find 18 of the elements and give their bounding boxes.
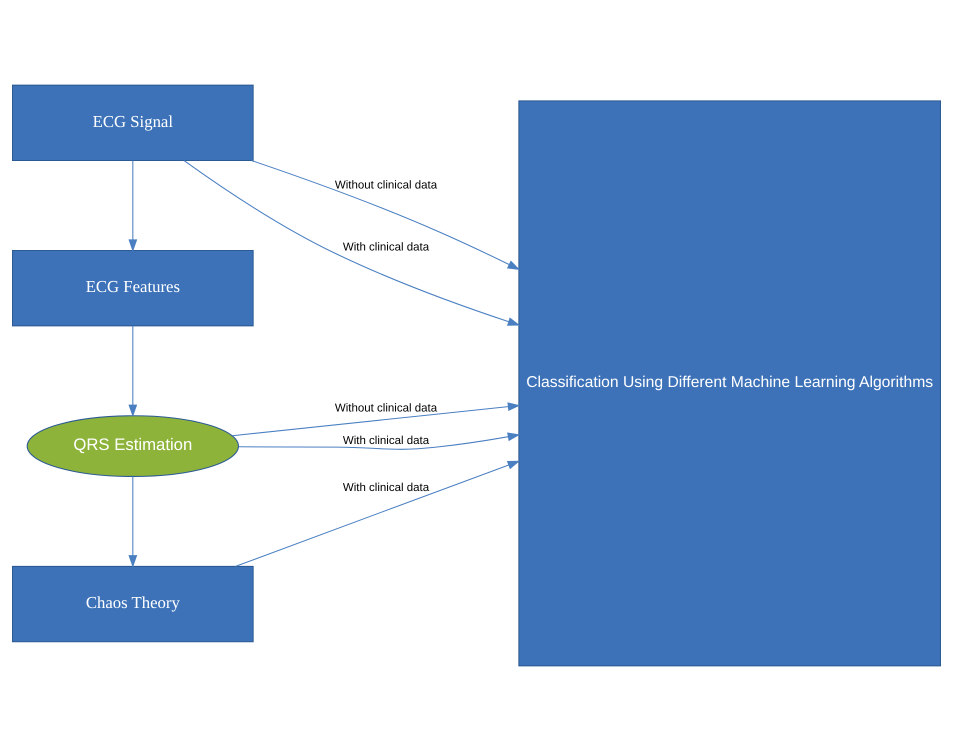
node-box: Chaos Theory — [12, 566, 254, 642]
arrow — [251, 160, 520, 270]
node-box: ECG Signal — [12, 84, 254, 162]
edge-label: Without clinical data — [334, 402, 438, 414]
node-box: Classification Using Different Machine Learning Algorithms — [518, 100, 941, 666]
arrow — [128, 326, 138, 418]
arrow — [238, 432, 520, 450]
edge-label: Without clinical data — [334, 180, 438, 192]
arrow — [235, 460, 520, 567]
edge-label: With clinical data — [342, 241, 430, 254]
arrow — [184, 160, 520, 326]
edge-label: With clinical data — [342, 434, 430, 447]
arrow — [128, 476, 138, 568]
node-ellipse: QRS Estimation — [26, 415, 240, 477]
arrow — [232, 402, 520, 436]
edge-label: With clinical data — [342, 482, 430, 494]
arrow — [128, 160, 138, 252]
node-box: ECG Features — [12, 250, 254, 326]
